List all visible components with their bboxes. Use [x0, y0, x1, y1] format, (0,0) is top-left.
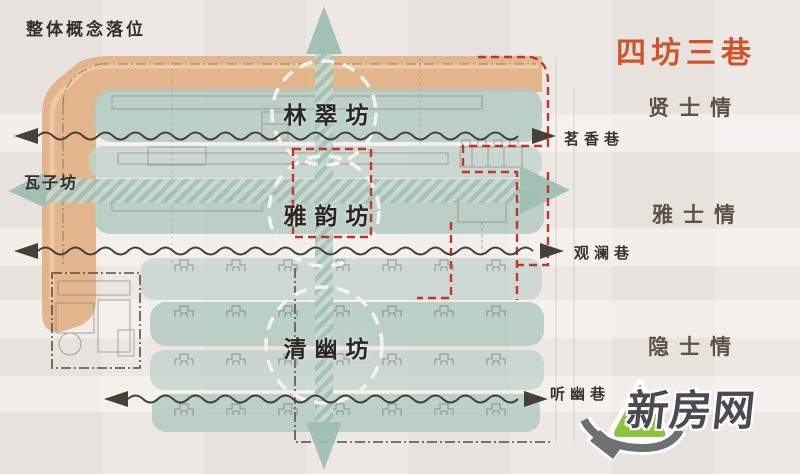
theme-title: 四坊三巷 [616, 37, 756, 70]
east-west-axis-arrow [8, 166, 570, 214]
lane-label-tingyou: 听幽巷 [550, 386, 611, 403]
theme-label-yinshi: 隐士情 [648, 335, 741, 359]
lane-label-guanlan: 观澜巷 [574, 245, 635, 262]
red-boundary [291, 55, 550, 300]
watermark-logo [577, 379, 687, 462]
lane-line-3 [127, 394, 519, 404]
lane-line-1 [37, 131, 519, 141]
lane-label-mingxiang: 茗香巷 [564, 131, 625, 148]
watermark-text: 新房网 [624, 387, 759, 434]
page-title: 整体概念落位 [26, 20, 146, 39]
adjacent-plot [51, 268, 553, 443]
theme-label-yashi: 雅士情 [652, 203, 745, 227]
ward-label-qingyou: 清幽坊 [283, 336, 377, 362]
ward-label-yayun: 雅韵坊 [283, 203, 377, 229]
theme-label-xianshi: 贤士情 [648, 96, 741, 120]
lane-line-2 [37, 246, 534, 256]
perimeter-road [42, 56, 542, 333]
lane-lines [14, 128, 564, 407]
node-circles [264, 59, 384, 405]
ward-label-wazi: 瓦子坊 [24, 175, 79, 192]
lane-arrowheads [14, 128, 564, 407]
ward-label-lincui: 林翠坊 [283, 102, 377, 128]
